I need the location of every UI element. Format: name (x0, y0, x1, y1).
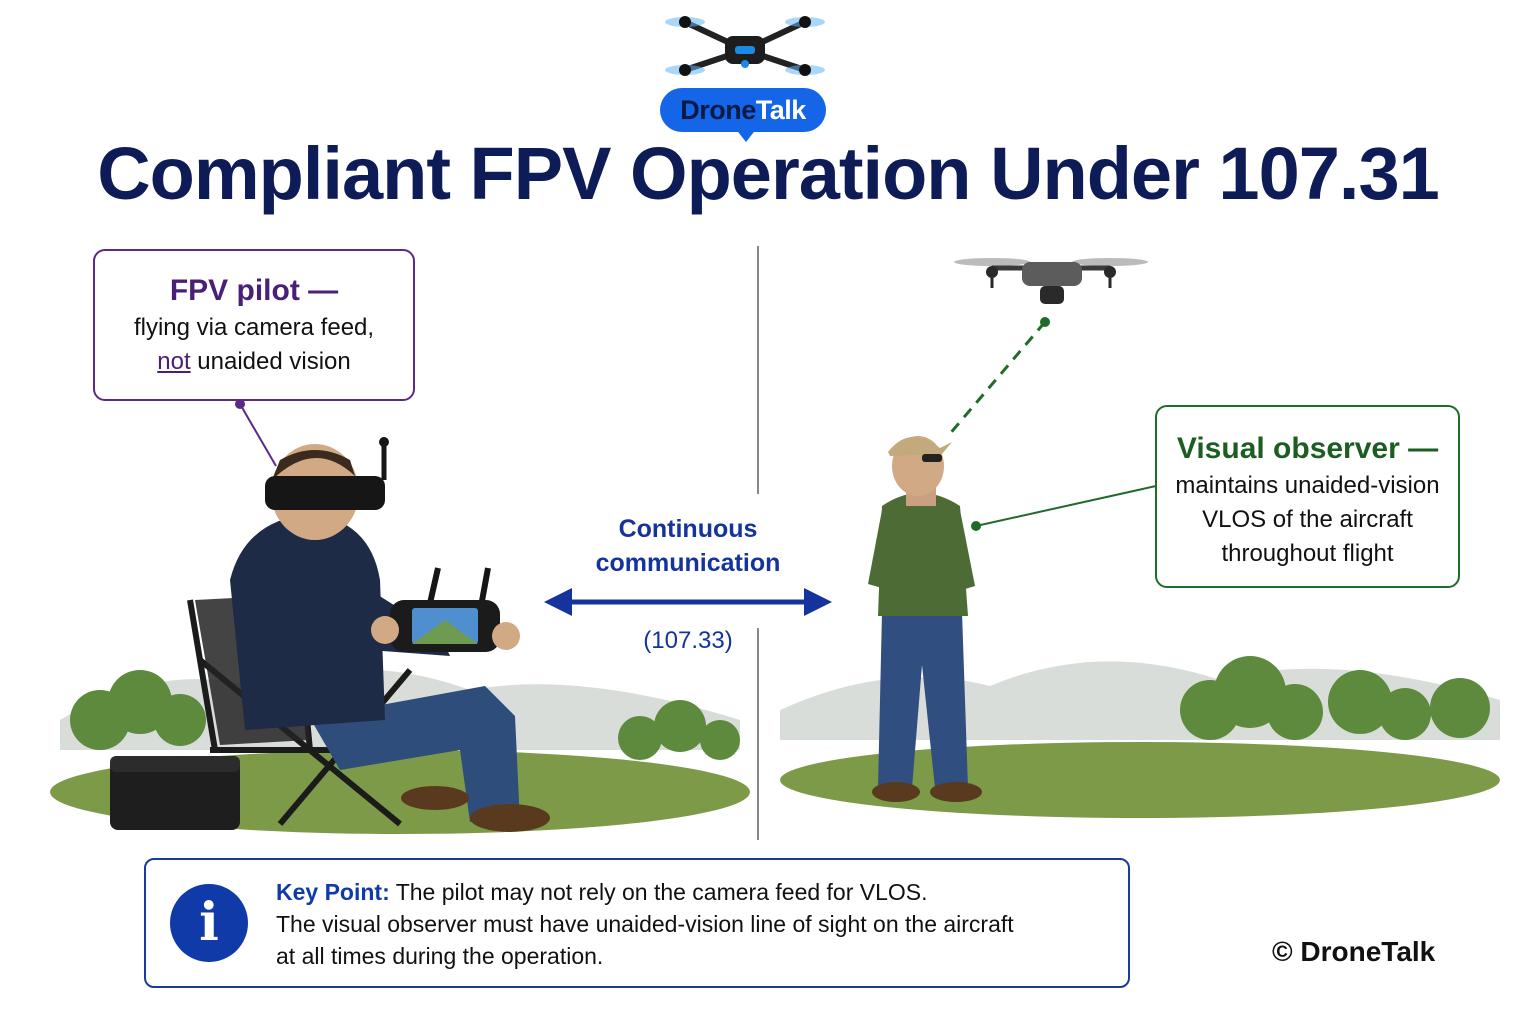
brand-word-talk: Talk (755, 94, 807, 125)
observer-callout-pointer (975, 485, 1157, 527)
brand-word-drone: Drone (680, 94, 756, 125)
pilot-boot (470, 804, 550, 832)
aircraft-icon (954, 258, 1148, 304)
brand-badge-tail (735, 128, 757, 142)
visual-observer-line-3: throughout flight (1221, 540, 1394, 567)
copyright-notice: © DroneTalk (1272, 936, 1436, 967)
page-title: Compliant FPV Operation Under 107.31 (97, 132, 1440, 215)
visual-observer-line-1: maintains unaided-vision (1175, 472, 1440, 499)
baseball-cap-icon (888, 436, 952, 456)
fpv-pilot-line-2: not unaided vision (95, 345, 413, 379)
observer-jacket (878, 493, 968, 616)
pilot-hoodie (230, 514, 385, 730)
key-point-line-1: The pilot may not rely on the camera fee… (389, 879, 928, 905)
key-point-box: i Key Point: The pilot may not rely on t… (144, 858, 1130, 988)
equipment-case (110, 756, 240, 830)
visual-observer-line-2: VLOS of the aircraft (1202, 506, 1413, 533)
fpv-goggles-icon (265, 476, 385, 510)
communication-line-2: communication (595, 549, 781, 577)
left-trees (70, 670, 740, 760)
communication-reference: (107.33) (643, 627, 733, 654)
pilot-callout-pointer (235, 399, 277, 467)
emphasis-not: not (157, 348, 191, 375)
right-trees (1180, 656, 1490, 740)
drone-logo-icon (665, 16, 825, 76)
fpv-pilot-callout: FPV pilot — flying via camera feed, not … (93, 249, 415, 401)
visual-observer-callout: Visual observer — maintains unaided-visi… (1155, 405, 1460, 588)
communication-line-1: Continuous (618, 515, 758, 543)
fpv-pilot-line-2-rest: unaided vision (190, 348, 351, 375)
visual-observer-scene (780, 258, 1500, 818)
line-of-sight (946, 321, 1047, 437)
communication-arrow (544, 588, 832, 616)
key-point-line-3: at all times during the operation. (276, 943, 604, 969)
key-point-line-2: The visual observer must have unaided-vi… (276, 911, 1014, 937)
fpv-pilot-scene (50, 437, 750, 834)
fpv-pilot-line-1: flying via camera feed, (133, 314, 375, 341)
observer-jeans (878, 612, 968, 788)
center-divider (757, 246, 759, 840)
key-point-label: Key Point: (276, 879, 390, 905)
fpv-pilot-heading: FPV pilot — (169, 274, 339, 307)
key-point-text: Key Point: The pilot may not rely on the… (276, 876, 1116, 972)
info-icon: i (170, 884, 248, 962)
visual-observer-heading: Visual observer — (1176, 432, 1439, 465)
